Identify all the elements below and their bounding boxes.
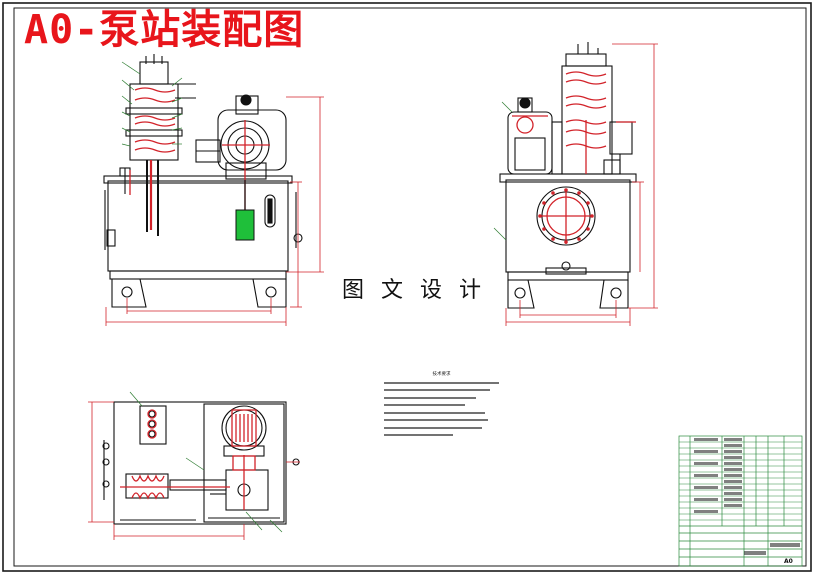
front-view [103,54,303,308]
tech-note-line [384,434,453,437]
tech-note-line [384,419,488,422]
front-view-green-filter [235,209,255,241]
side-view-flange-bolts [538,188,594,244]
top-view-accents [120,409,257,510]
front-view-balloons [121,61,183,147]
tech-note-line [384,381,499,384]
sheet-size-label: A0 [784,558,793,565]
tech-note-line [384,389,490,392]
inner-frame [13,7,807,567]
drawing-title: A0-泵站装配图 [24,7,305,53]
tech-notes-title: 技术要求 [432,372,451,377]
side-view-dimensions [505,43,658,326]
front-view-dimensions [105,96,324,326]
tech-note-line [384,411,486,414]
top-view-dimensions [88,401,300,540]
tech-note-line [384,396,476,399]
side-view-accents [512,71,636,244]
technical-requirements: 技术要求 [384,372,499,442]
front-view-accents [129,87,270,230]
title-block [678,435,803,567]
top-view-leaders [129,391,283,533]
side-view-leaders [493,101,513,241]
bom-rows [679,441,802,521]
top-view [102,401,300,525]
tech-note-line [384,404,465,407]
tech-note-line [384,426,482,429]
bom-cell-fills [694,438,800,555]
watermark-text: 图 文 设 计 [340,272,488,304]
side-view [499,42,637,309]
